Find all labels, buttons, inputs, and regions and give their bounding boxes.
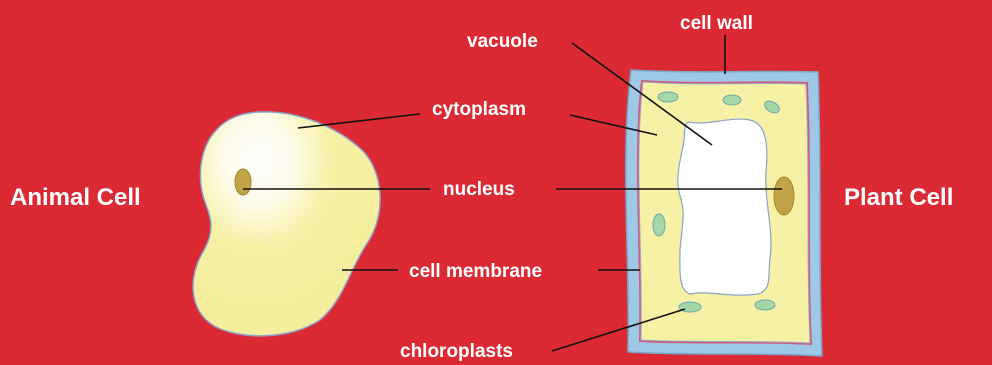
- chloroplast: [755, 300, 775, 310]
- animal-cell-body: [193, 112, 380, 336]
- cell-membrane-label: cell membrane: [409, 261, 542, 282]
- chloroplast: [653, 214, 665, 236]
- animal-cell-title: Animal Cell: [10, 184, 141, 211]
- plant-vacuole: [678, 119, 771, 295]
- cell-wall-label: cell wall: [680, 13, 753, 34]
- plant-nucleus: [774, 177, 794, 215]
- vacuole-label: vacuole: [467, 31, 538, 52]
- chloroplasts-label: chloroplasts: [400, 341, 513, 362]
- cytoplasm-label: cytoplasm: [432, 99, 526, 120]
- cytoplasm-leader-animal: [298, 114, 420, 128]
- chloroplast: [723, 95, 741, 105]
- chloroplast: [658, 92, 678, 102]
- plant-cell-title: Plant Cell: [844, 184, 953, 211]
- nucleus-label: nucleus: [443, 179, 515, 200]
- animal-nucleus: [235, 169, 251, 195]
